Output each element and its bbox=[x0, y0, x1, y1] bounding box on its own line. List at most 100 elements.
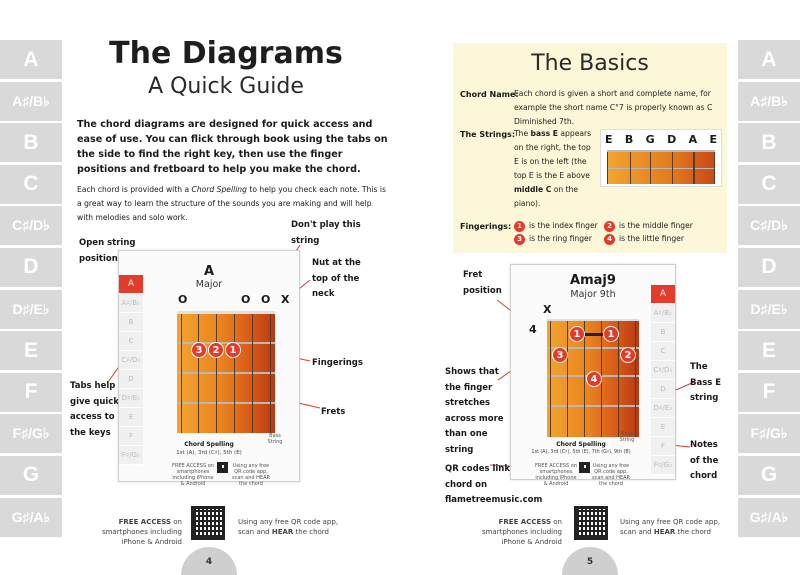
annotation-tabs-help: Tabs help give quick access to the keys bbox=[70, 381, 120, 438]
key-tab-d-sharp[interactable]: D♯/E♭ bbox=[0, 289, 62, 329]
key-tab-c-sharp[interactable]: C♯/D♭ bbox=[738, 206, 800, 246]
card-tab[interactable]: F bbox=[651, 437, 675, 456]
qr-text-line: the chord bbox=[293, 528, 330, 536]
open-string-mark: O bbox=[241, 293, 251, 306]
free-access-bold: FREE ACCESS bbox=[498, 518, 552, 526]
mute-string-mark: X bbox=[543, 303, 552, 316]
string-name: B bbox=[624, 133, 634, 146]
key-tab-f[interactable]: F bbox=[0, 372, 62, 412]
fingering-text: is the ring finger bbox=[529, 234, 592, 243]
open-string-mark: O bbox=[261, 293, 271, 306]
card-tab[interactable]: B bbox=[119, 313, 143, 332]
card-tab[interactable]: C bbox=[651, 342, 675, 361]
key-tab-c-sharp[interactable]: C♯/D♭ bbox=[0, 206, 62, 246]
key-tab-d-sharp[interactable]: D♯/E♭ bbox=[738, 289, 800, 329]
guitar-string bbox=[584, 321, 586, 437]
key-tab-g-sharp[interactable]: G♯/A♭ bbox=[738, 497, 800, 537]
bass-string-label: Bass String bbox=[619, 431, 635, 443]
fingerings-label: Fingerings: bbox=[460, 222, 512, 231]
card-key-tabs: A A♯/B♭ B C C♯/D♭ D D♯/E♭ E F F♯/G♭ bbox=[651, 285, 675, 475]
annotation-nut: Nut at the top of the neck bbox=[312, 258, 361, 299]
guitar-string bbox=[550, 321, 552, 437]
finger-dot-3: 3 bbox=[191, 342, 207, 358]
key-tab-f-sharp[interactable]: F♯/G♭ bbox=[738, 414, 800, 454]
key-tab-d[interactable]: D bbox=[0, 247, 62, 287]
intro-paragraph-bold: The chord diagrams are designed for quic… bbox=[77, 119, 388, 175]
chord-name: A bbox=[203, 264, 215, 279]
key-tab-a-sharp[interactable]: A♯/B♭ bbox=[0, 81, 62, 121]
footer-qr-code[interactable] bbox=[574, 506, 608, 540]
guitar-string bbox=[618, 321, 620, 437]
card-qr-code[interactable] bbox=[217, 462, 228, 473]
key-tab-a[interactable]: A bbox=[0, 40, 62, 79]
chord-quality: Major bbox=[195, 279, 223, 290]
qr-text-line: the chord bbox=[675, 528, 712, 536]
card-tab[interactable]: E bbox=[119, 408, 143, 427]
key-tab-c[interactable]: C bbox=[0, 164, 62, 204]
intro-text: Each chord is provided with a bbox=[77, 185, 192, 194]
fingering-text: is the index finger bbox=[529, 221, 598, 230]
card-tab[interactable]: B bbox=[651, 323, 675, 342]
card-tab[interactable]: C♯/D♭ bbox=[119, 351, 143, 370]
card-tab[interactable]: D♯/E♭ bbox=[119, 389, 143, 408]
qr-text-line: scan and bbox=[620, 528, 654, 536]
footer-free-access: FREE ACCESS on smartphones including iPh… bbox=[468, 517, 562, 547]
mini-fretboard bbox=[607, 150, 715, 184]
key-tab-a-sharp[interactable]: A♯/B♭ bbox=[738, 81, 800, 121]
key-tabs-right: A A♯/B♭ B C C♯/D♭ D D♯/E♭ E F F♯/G♭ G G♯… bbox=[738, 40, 800, 539]
key-tab-b[interactable]: B bbox=[0, 123, 62, 163]
card-tab[interactable]: E bbox=[651, 418, 675, 437]
chord-spelling-term: Chord Spelling bbox=[191, 185, 247, 194]
key-tab-g[interactable]: G bbox=[0, 455, 62, 495]
guitar-string bbox=[567, 321, 569, 437]
qr-text-line: scan and bbox=[238, 528, 272, 536]
string-name: G bbox=[645, 133, 655, 146]
card-tab[interactable]: A♯/B♭ bbox=[119, 294, 143, 313]
fretboard: 3 2 1 bbox=[177, 311, 275, 433]
annotation-stretches: Shows that the finger stretches across m… bbox=[445, 367, 504, 455]
guitar-string bbox=[216, 314, 218, 433]
key-tab-e[interactable]: E bbox=[738, 331, 800, 371]
annotation-open-string: Open string position bbox=[79, 238, 136, 264]
guitar-string bbox=[198, 314, 200, 433]
finger-dot-4: 4 bbox=[586, 371, 602, 387]
key-tab-g[interactable]: G bbox=[738, 455, 800, 495]
card-tab-a[interactable]: A bbox=[651, 285, 675, 304]
guitar-string bbox=[270, 314, 272, 433]
guitar-string bbox=[607, 152, 609, 184]
card-tab[interactable]: D bbox=[651, 380, 675, 399]
card-tab[interactable]: C♯/D♭ bbox=[651, 361, 675, 380]
chord-name-text: Each chord is given a short and complete… bbox=[514, 89, 713, 126]
chord-quality: Major 9th bbox=[570, 289, 616, 300]
key-tab-a[interactable]: A bbox=[738, 40, 800, 79]
finger-dot-3: 3 bbox=[552, 347, 568, 363]
finger-dot-1: 1 bbox=[569, 326, 585, 342]
finger-number-badge: 4 bbox=[604, 234, 615, 245]
footer-qr-text: Using any free QR code app, scan and HEA… bbox=[238, 517, 348, 537]
card-tab[interactable]: F♯/G♭ bbox=[651, 456, 675, 475]
key-tab-f-sharp[interactable]: F♯/G♭ bbox=[0, 414, 62, 454]
card-tab[interactable]: F♯/G♭ bbox=[119, 446, 143, 465]
key-tab-d[interactable]: D bbox=[738, 247, 800, 287]
guitar-string bbox=[629, 152, 631, 184]
key-tab-c[interactable]: C bbox=[738, 164, 800, 204]
qr-text-line: Using any free QR code app, bbox=[238, 518, 339, 526]
footer-qr-code[interactable] bbox=[191, 506, 225, 540]
card-tab-a[interactable]: A bbox=[119, 275, 143, 294]
guitar-string bbox=[650, 152, 652, 184]
guitar-string bbox=[693, 152, 695, 184]
card-qr-code[interactable] bbox=[579, 462, 590, 473]
card-tab[interactable]: D♯/E♭ bbox=[651, 399, 675, 418]
card-tab[interactable]: D bbox=[119, 370, 143, 389]
key-tab-e[interactable]: E bbox=[0, 331, 62, 371]
card-free-access: FREE ACCESS on smartphones including iPh… bbox=[172, 463, 214, 487]
key-tab-g-sharp[interactable]: G♯/A♭ bbox=[0, 497, 62, 537]
card-tab[interactable]: F bbox=[119, 427, 143, 446]
card-tab[interactable]: C bbox=[119, 332, 143, 351]
key-tab-b[interactable]: B bbox=[738, 123, 800, 163]
card-tab[interactable]: A♯/B♭ bbox=[651, 304, 675, 323]
key-tab-f[interactable]: F bbox=[738, 372, 800, 412]
